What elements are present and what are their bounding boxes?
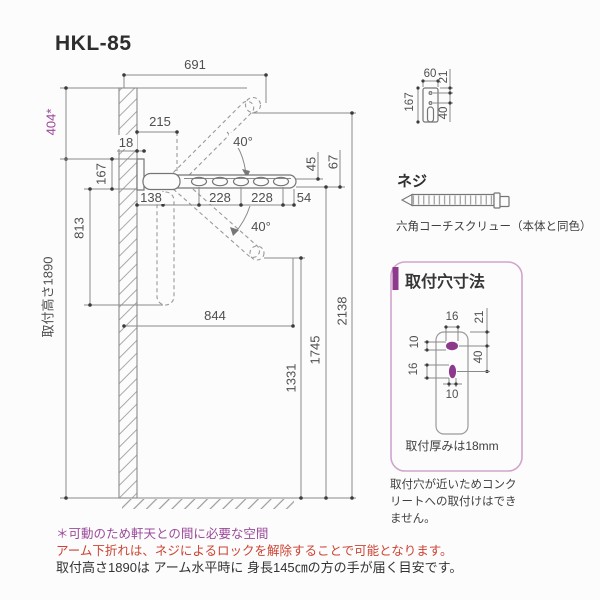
screw-threads [413,195,493,205]
dim-hole-21: 21 [474,311,486,324]
dim-hole-16w: 16 [446,311,459,323]
dim-813: 813 [71,217,86,239]
screw-hex-head [499,195,510,208]
dim-167: 167 [93,163,108,185]
bracket-hole-top [428,90,433,95]
dim-54: 54 [297,190,311,205]
dim-18: 18 [119,135,133,150]
dim-mount-height: 取付高さ1890 [40,257,55,338]
arm-hole [211,176,229,187]
arm-hole [252,176,270,187]
dim-2138: 2138 [334,297,349,326]
ground-hatch [122,499,294,509]
dim-215: 215 [149,114,171,129]
arm-hole [232,176,250,187]
bracket-and-arm [136,158,297,191]
dim-hole-10h: 10 [409,336,421,349]
dim-228a: 228 [209,190,231,205]
concrete-warning: 取付穴が近いためコンク リートへの取付けはでき ません。 [390,477,517,525]
screw-caption: 六角コーチスクリュー（本体と同色） [396,219,592,233]
arm-raised-end-cap [244,96,262,114]
dim-691: 691 [184,57,206,72]
dim-45: 45 [303,157,318,171]
screw-flange [493,192,501,209]
box-border [390,261,523,472]
dim-1331: 1331 [283,364,298,393]
arm-hole [190,176,208,187]
footnote-mount-height: 取付高さ1890は アーム水平時に 身長145㎝の方の手が届く目安です。 [56,560,462,575]
dim-60: 60 [424,68,437,80]
mounting-hole-box: 取付穴寸法 16 21 40 10 16 10 取付厚みは18mm [390,261,523,472]
hole-box-title: 取付穴寸法 [405,272,485,291]
arm-hole [272,176,290,187]
thickness-note: 取付厚みは18mm [405,439,498,453]
page-title: HKL-85 [55,32,132,55]
dim-angle-up: 40° [233,134,253,149]
title-accent-bar [392,267,399,290]
dim-21-front: 21 [438,71,450,84]
screw-tip [400,193,413,207]
dim-228b: 228 [251,190,273,205]
arm-lowered-end-cap [249,245,265,261]
dim-40-front: 40 [438,107,450,120]
dim-67: 67 [325,155,340,169]
wall-bracket-plate [136,158,145,191]
bracket-front-view: 60 167 21 40 [404,68,453,124]
dim-hole-10w: 10 [446,389,459,401]
footnotes: ＊可動のため軒天との間に必要な空間 アーム下折れは、ネジによるロックを解除するこ… [56,527,462,575]
mounting-hole-top [446,341,458,351]
warning-line-2: リートへの取付けはでき [390,495,517,508]
upper-arc-arrowhead [242,169,250,178]
dim-844: 844 [204,308,226,323]
dim-angle-down: 40° [251,219,271,234]
footnote-arm-fold: アーム下折れは、ネジによるロックを解除することで可能となります。 [56,543,453,558]
footnote-soffit-space: ＊可動のため軒天との間に必要な空間 [56,527,268,541]
dim-138: 138 [140,190,162,205]
lower-arc-arrowhead [230,227,239,236]
arm-pivot-housing [142,172,181,191]
dim-404: 404* [43,109,58,136]
screw-section: ネジ 六角コーチスクリュー（本体と同色） [396,173,592,233]
wall-and-ground [60,87,356,509]
bracket-hole-bottom [428,100,433,105]
bracket-outline-detail [435,331,469,435]
dim-1745: 1745 [307,336,322,365]
screw-heading: ネジ [397,173,427,190]
bracket-slot [426,106,435,123]
lag-screw-illustration [400,192,510,209]
arm-folded-down-position [156,191,175,306]
main-dimensions: 691 404* 取付高さ1890 215 18 167 813 138 228… [40,57,356,500]
dim-hole-40: 40 [473,351,485,364]
dim-hole-16h: 16 [408,363,420,376]
warning-line-1: 取付穴が近いためコンク [390,477,517,491]
mounting-hole-bottom [448,364,457,379]
dim-167-front: 167 [404,92,416,111]
warning-line-3: ません。 [390,512,436,525]
